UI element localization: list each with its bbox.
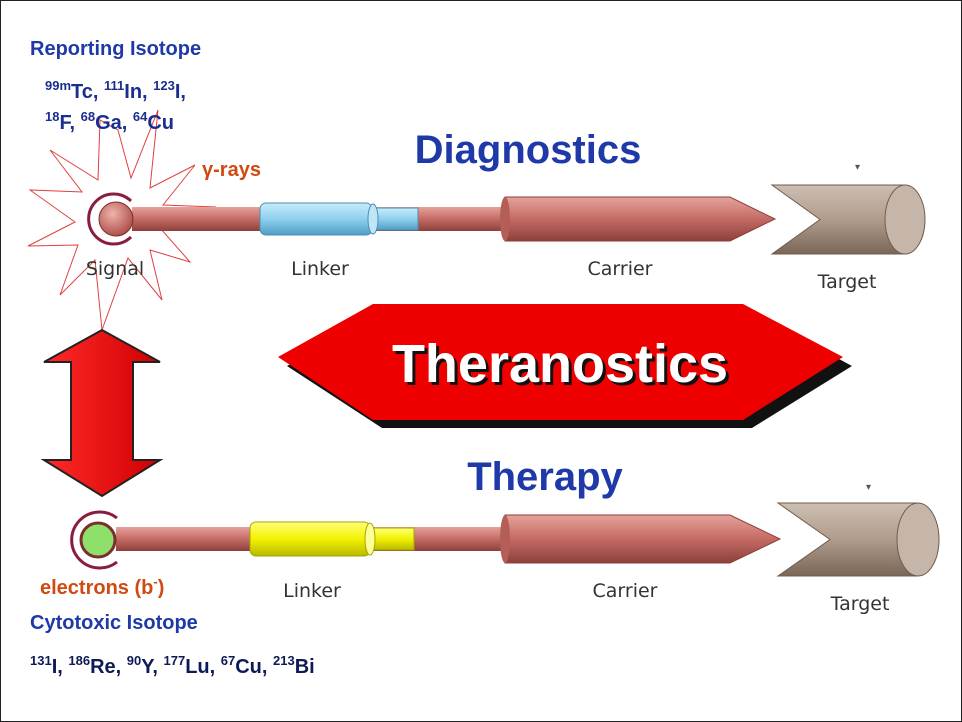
isotope-symbol: Tc, [71,81,104,103]
reporting-isotope-heading: Reporting Isotope [30,38,201,60]
diagnostics-target-label: Target [817,271,877,293]
isotope-mass: 64 [133,109,148,124]
diagnostics-linker-body [259,202,373,236]
reporting-isotopes-line1: 99mTc, 111In, 123I, [45,78,186,103]
therapy-construct: ▾ Linker Carrier Target [70,482,940,615]
therapy-title: Therapy [467,455,623,499]
banner-text: Theranostics [392,334,728,394]
therapy-target-face [896,502,940,577]
banner-shape [278,304,843,420]
therapy-linker-body [249,521,371,557]
therapy-carrier-label: Carrier [593,580,658,602]
isotope-symbol: Y, [141,656,163,678]
isotope-symbol: Ga, [95,112,133,134]
diagnostics-title: Diagnostics [415,128,642,172]
isotope-mass: 213 [273,653,295,668]
isotope-mass: 123 [153,78,175,93]
therapy-target-tick: ▾ [866,482,871,493]
signal-label: Signal [86,258,144,280]
diagnostics-target-tick: ▾ [855,162,860,173]
gamma-rays-label: γ-rays [202,159,261,181]
cytotoxic-isotope-heading: Cytotoxic Isotope [30,612,198,634]
isotope-mass: 111 [104,78,124,93]
isotope-mass: 68 [81,109,95,124]
banner-text-shadow: Theranostics [395,337,731,397]
diagnostics-carrier-label: Carrier [588,258,653,280]
cytotoxic-isotopes: 131I, 186Re, 90Y, 177Lu, 67Cu, 213Bi [30,653,315,678]
diagnostics-target [770,184,906,255]
isotope-symbol: F, [59,112,80,134]
isotope-symbol: Bi [295,656,315,678]
isotope-symbol: I, [175,81,186,103]
isotope-mass: 177 [163,653,185,668]
isotope-symbol: I, [52,656,69,678]
isotope-symbol: Re, [90,656,127,678]
therapy-signal-sphere [79,521,117,559]
therapy-signal-ring [70,510,118,570]
double-arrow [40,328,164,498]
diagnostics-carrier-end [500,197,510,241]
therapy-target-label: Target [830,593,890,615]
theranostics-banner: Theranostics Theranostics [278,304,852,428]
diagnostics-target-face [884,184,926,255]
reporting-isotopes-line2: 18F, 68Ga, 64Cu [45,109,174,134]
therapy-carrier [501,514,782,564]
therapy-linker-ring [364,522,376,556]
electrons-label: electrons (b-) [40,574,164,599]
therapy-linker-label: Linker [283,580,341,602]
isotope-mass: 99m [45,78,71,93]
isotope-mass: 131 [30,653,52,668]
diagnostics-linker-ring [367,203,379,235]
isotope-mass: 18 [45,109,59,124]
isotope-symbol: In, [124,81,153,103]
diagnostics-linker-label: Linker [291,258,349,280]
diagnostics-carrier [501,196,777,242]
isotope-mass: 67 [221,653,235,668]
isotope-mass: 186 [68,653,90,668]
isotope-symbol: Cu [147,112,174,134]
isotope-symbol: Cu, [235,656,273,678]
isotope-symbol: Lu, [185,656,221,678]
isotope-mass: 90 [127,653,141,668]
therapy-target [776,502,919,577]
diagnostics-signal-ring [87,192,133,246]
diagnostics-construct: ▾ Signal Linker Carrier Target [27,109,926,331]
diagnostics-signal-sphere [98,201,134,237]
therapy-carrier-end [500,515,510,563]
